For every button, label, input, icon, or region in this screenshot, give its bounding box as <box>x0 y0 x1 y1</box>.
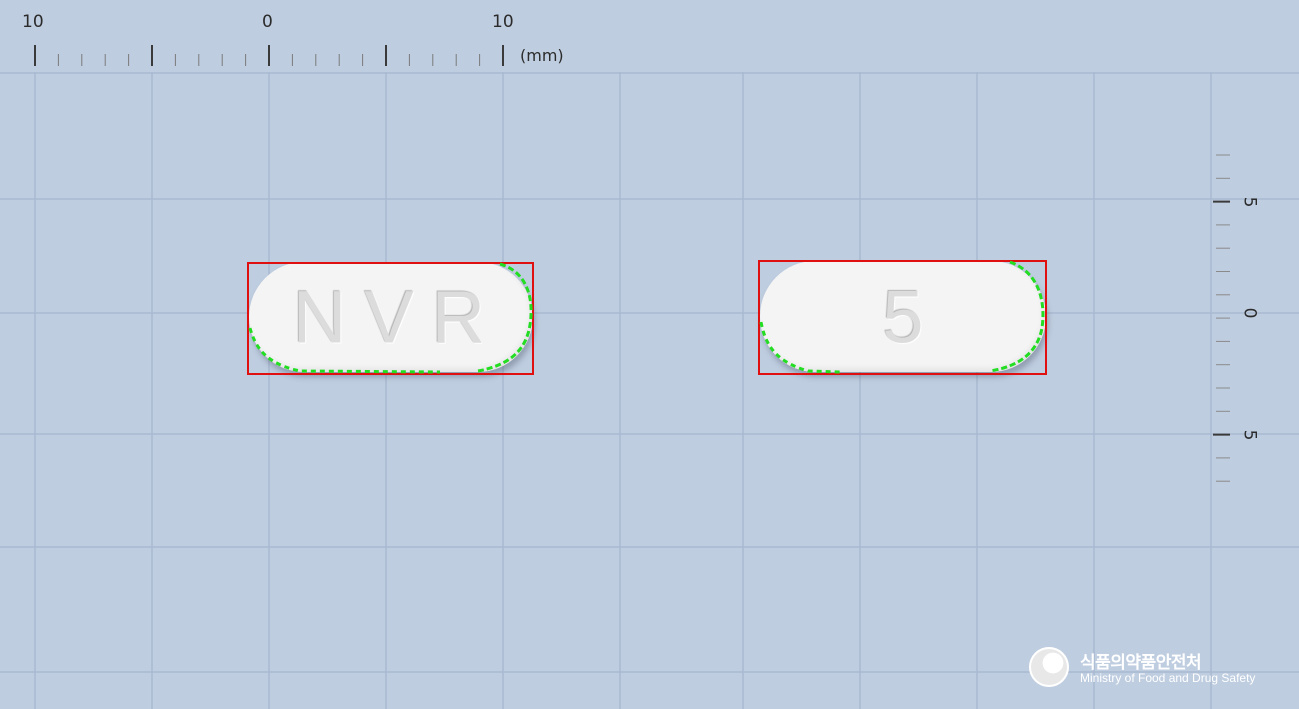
tablet-back-bounding-box <box>758 260 1047 375</box>
tablet-front-imprint: NVR <box>292 275 504 359</box>
taegeuk-emblem-icon <box>1029 647 1069 687</box>
mfds-logo: 식품의약품안전처 Ministry of Food and Drug Safet… <box>1029 646 1289 694</box>
tablet-back-imprint: 5 <box>882 275 924 358</box>
tablet-back-edge-contour-right <box>989 260 1045 373</box>
tablet-back-edge-contour-left <box>759 321 841 374</box>
tablet-back: 5 <box>760 261 1046 372</box>
tablet-front-edge-contour-right <box>477 262 533 373</box>
top-ruler-label-left: 10 <box>22 12 44 32</box>
top-ruler-unit: (mm) <box>520 46 564 65</box>
tablet-front-bounding-box <box>247 262 534 375</box>
logo-english-name: Ministry of Food and Drug Safety <box>1080 671 1256 685</box>
tablet-front: NVR <box>249 262 533 372</box>
logo-korean-name: 식품의약품안전처 <box>1080 653 1202 673</box>
top-ruler-label-right: 10 <box>492 12 514 32</box>
top-ruler-label-center: 0 <box>262 12 273 32</box>
tablet-front-edge-contour-left <box>248 327 441 374</box>
